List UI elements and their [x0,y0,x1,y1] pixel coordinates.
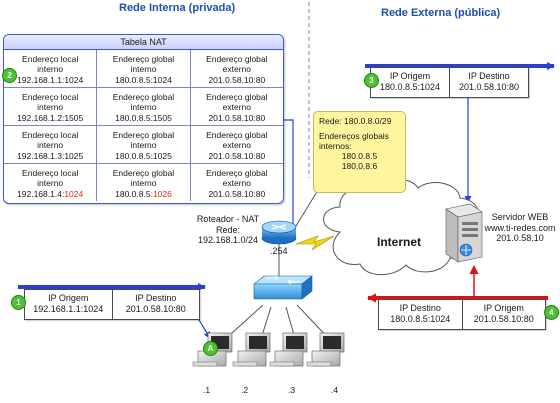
external-network-title: Rede Externa (pública) [381,7,501,19]
nat-global-port-highlight: 1026 [152,188,172,199]
pc-a-badge: A [203,341,218,356]
nat-table-title: Tabela NAT [4,35,283,50]
pc-4-icon [306,332,345,367]
packet-1-drop-arrow [198,289,211,339]
internet-label: Internet [377,235,422,249]
web-server-icon [445,203,483,263]
pc-3-label: .3 [288,385,296,395]
nat-local-port-highlight: 1024 [64,188,84,199]
global-address-note: Rede: 180.0.8.0/29 Endereços globais int… [313,111,406,193]
pc-4-label: .4 [331,385,339,395]
nat-to-router-arrow [284,119,297,233]
link-router-note [295,189,319,227]
pc-2-icon [232,332,271,367]
router-icon [261,220,297,245]
pc-1-label: .1 [203,385,211,395]
pc-3-icon [269,332,308,367]
step-1-badge: 1 [11,295,26,310]
pc-2-label: .2 [241,385,249,395]
internal-network-title: Rede Interna (privada) [119,2,236,14]
switch-icon [253,275,313,300]
router-port-label: .254 [270,246,288,256]
step-2-badge: 2 [2,68,17,83]
serial-link-lightning [295,235,335,251]
step-3-badge: 3 [364,73,379,88]
step-4-badge: 4 [544,305,559,320]
